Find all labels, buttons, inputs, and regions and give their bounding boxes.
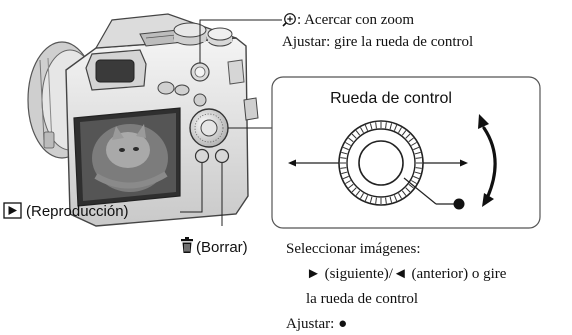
delete-callout: (Borrar)	[181, 237, 248, 256]
wheel-ridge	[375, 197, 377, 204]
wheel-ridge	[415, 167, 422, 169]
lcd-screen	[73, 107, 181, 207]
wheel-ridge	[355, 190, 361, 196]
wheel-ridge	[398, 193, 402, 199]
wheel-ridge	[411, 180, 417, 184]
select-images-line1: ► (siguiente)/◄ (anterior) o gire	[306, 266, 507, 282]
wheel-ridge	[360, 127, 364, 133]
zoom-plus-icon	[282, 13, 296, 27]
top-dials	[173, 22, 233, 47]
wheel-ridge	[405, 187, 411, 193]
select-images-line2: la rueda de control	[306, 291, 418, 307]
wheel-ridge	[415, 157, 422, 159]
wheel-ridge	[389, 196, 393, 203]
fn-button[interactable]	[157, 81, 175, 95]
wheel-ridge	[385, 122, 387, 129]
right-arrow-icon	[423, 159, 468, 167]
wheel-ridge	[360, 193, 364, 199]
wheel-ridge	[393, 195, 398, 202]
control-wheel-panel: Rueda de control	[271, 76, 541, 229]
leader-lines	[180, 19, 282, 226]
wheel-ridge	[405, 133, 411, 139]
zoom-adjust-text: Ajustar: gire la rueda de control	[282, 34, 473, 50]
center-dot-pointer	[403, 177, 465, 210]
wheel-ridge	[348, 137, 354, 143]
select-images-adjust: Ajustar: ●	[286, 316, 347, 332]
wheel-ridge	[351, 187, 357, 193]
wheel-ridge	[413, 175, 420, 180]
wheel-ridge	[401, 190, 407, 196]
wheel-ridge	[364, 195, 369, 202]
wheel-ridge	[341, 171, 348, 175]
camera-delete-button[interactable]	[214, 148, 230, 164]
select-images-instructions: Seleccionar imágenes: ► (siguiente)/◄ (a…	[286, 241, 507, 332]
rotate-arrow-icon	[478, 114, 497, 207]
playback-callout: (Reproducción)	[3, 202, 129, 220]
wheel-ridge	[369, 123, 373, 130]
trash-icon	[181, 237, 193, 253]
wheel-ridge	[401, 130, 407, 136]
wheel-ridge	[375, 122, 377, 129]
playback-label: (Reproducción)	[26, 203, 129, 220]
viewfinder	[85, 49, 147, 91]
wheel-ridge	[398, 127, 402, 133]
delete-label: (Borrar)	[196, 239, 248, 256]
wheel-ridge	[389, 123, 393, 130]
wheel-ridge	[414, 171, 421, 175]
wheel-ridge	[341, 151, 348, 155]
wheel-ridge	[342, 175, 349, 180]
play-button-icon	[3, 202, 22, 219]
control-wheel-title: Rueda de control	[330, 90, 452, 107]
wheel-ridge	[393, 124, 398, 131]
zoom-label: : Acercar con zoom	[297, 12, 414, 28]
wheel-ridge	[385, 197, 387, 204]
zoom-callout: : Acercar con zoom Ajustar: gire la rued…	[282, 12, 473, 50]
wheel-ridge	[340, 167, 347, 169]
wheel-ridge	[345, 180, 351, 184]
wheel-ridge	[340, 157, 347, 159]
wheel-ridge	[342, 146, 349, 151]
camera-playback-button[interactable]	[194, 148, 210, 164]
wheel-ridge	[414, 151, 421, 155]
center-button[interactable]	[358, 140, 404, 186]
wheel-ridge	[348, 183, 354, 189]
wheel-ridge	[364, 124, 369, 131]
wheel-ridge	[411, 142, 417, 146]
wheel-ridge	[369, 196, 373, 203]
wheel-ridge	[408, 183, 414, 189]
left-arrow-icon	[288, 159, 339, 167]
camera-control-wheel[interactable]	[189, 108, 229, 148]
wheel-ridge	[413, 146, 420, 151]
wheel-ridge	[345, 142, 351, 146]
wheel-ridge	[355, 130, 361, 136]
select-images-heading: Seleccionar imágenes:	[286, 241, 421, 257]
camera-illustration	[27, 13, 259, 227]
wheel-ridge	[408, 137, 414, 143]
wheel-ridge	[351, 133, 357, 139]
